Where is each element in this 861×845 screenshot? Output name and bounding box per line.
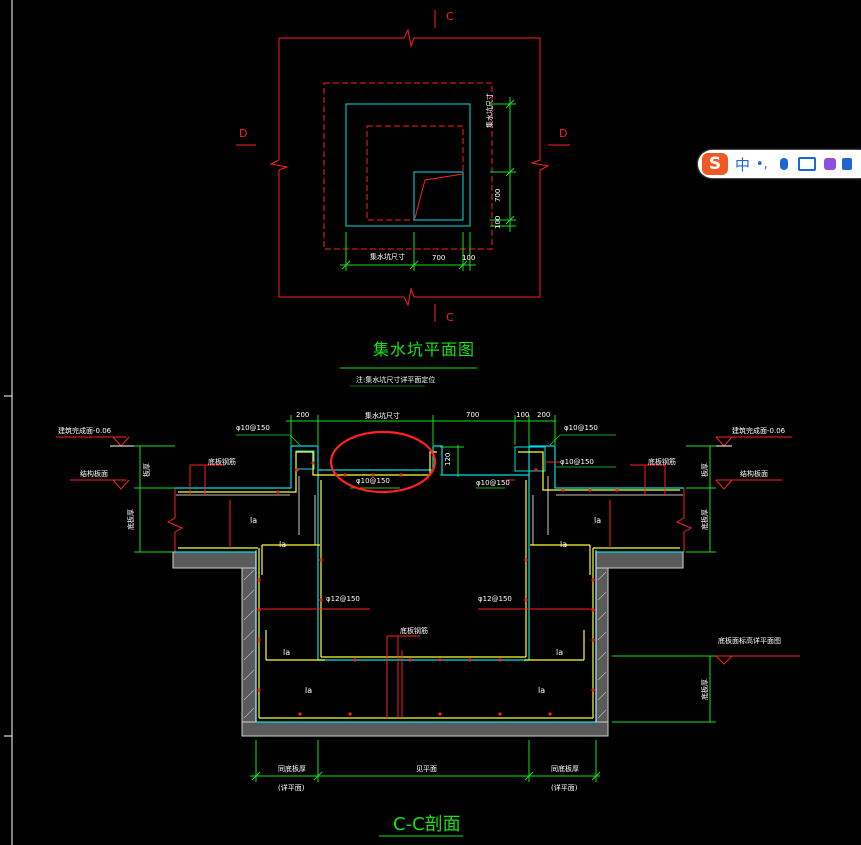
plan-slope-line: [414, 173, 464, 219]
keyboard-icon[interactable]: [797, 157, 816, 171]
cushion-wall-left: [241, 567, 257, 723]
cushion-right: [595, 551, 684, 569]
sogou-logo-icon[interactable]: S: [702, 153, 728, 175]
rebar-slab-mid: φ10@150: [476, 479, 510, 487]
plan-dim-700-vertical: 700: [494, 188, 502, 202]
rebar-label-left: 底板钢筋: [208, 458, 236, 466]
section-title: C-C剖面: [393, 814, 461, 835]
concrete-outline: [175, 445, 684, 723]
slab-thk-right: 板厚: [701, 463, 709, 477]
ime-punctuation-toggle[interactable]: •,: [756, 156, 768, 172]
rebar-yellow: [178, 451, 680, 719]
anchor-la-6: la: [594, 516, 602, 525]
curb-left-box: [295, 450, 315, 470]
slab-thk-left: 板厚: [143, 463, 151, 477]
cushion-wall-right: [595, 567, 609, 723]
plan-dim-100-vertical: 100: [494, 215, 502, 229]
ime-language-toggle[interactable]: 中: [735, 155, 751, 174]
skin-icon[interactable]: [823, 158, 836, 170]
dim-200-left: 200: [296, 411, 310, 419]
microphone-icon[interactable]: [779, 158, 788, 170]
rebar-red: [189, 461, 666, 718]
cushion-bottom: [241, 721, 609, 737]
elev-symbol-right: [706, 436, 800, 665]
cushion-hatch: [243, 569, 607, 719]
plan-dim-bottom-label: 集水坑尺寸: [370, 253, 405, 261]
highlight-circle: [329, 430, 437, 494]
anchor-la-3: la: [283, 648, 291, 657]
cushion-left: [172, 551, 257, 569]
rebar-wall-right: φ12@150: [478, 595, 512, 603]
bottom-dim-mid: 见平面: [416, 765, 437, 773]
section-label-c-top: C: [446, 10, 454, 23]
floor-thk-left: 底板厚: [127, 509, 135, 530]
section-view: [56, 415, 800, 837]
rebar-top-left: φ10@150: [236, 424, 270, 432]
elev-right: 建筑完成面-0.06: [732, 427, 786, 435]
pit-bottom-elev: 底板面标高详平面图: [718, 637, 781, 645]
ime-toolbar[interactable]: S 中 •,: [698, 150, 861, 178]
slab-face-right: 结构板面: [740, 470, 768, 478]
elev-symbol-left: [56, 436, 136, 490]
plan-outer-dashed: [323, 82, 493, 250]
section-dim-top: [286, 415, 556, 477]
section-label-c-bottom: C: [446, 311, 454, 324]
section-label-d-left: D: [239, 127, 248, 140]
anchor-la-8: la: [538, 686, 546, 695]
rebar-top-right: φ10@150: [564, 424, 598, 432]
rebar-label-right: 底板钢筋: [648, 458, 676, 466]
dim-width-label: 集水坑尺寸: [365, 412, 400, 420]
dim-700: 700: [466, 411, 480, 419]
plan-title: 集水坑平面图: [373, 340, 476, 359]
toolbox-icon[interactable]: [841, 158, 852, 170]
pit-floor-thk: 底板厚: [701, 679, 709, 700]
rebar-white: [176, 476, 683, 722]
dim-100: 100: [516, 411, 530, 419]
rebar-label-bottom: 底板钢筋: [400, 627, 428, 635]
pit-inner-outline: [317, 470, 530, 661]
plan-inner-dashed: [366, 125, 464, 221]
plan-dim-vertical: [490, 97, 516, 232]
rebar-circled: φ10@150: [356, 477, 390, 485]
plan-dim-700-horizontal: 700: [432, 254, 446, 262]
bottom-dim-left-sub: (详平面): [278, 784, 305, 792]
section-label-d-right: D: [559, 127, 568, 140]
plan-dim-side-label: 集水坑尺寸: [486, 93, 494, 128]
rebar-wall-left: φ12@150: [326, 595, 360, 603]
section-dim-bottom: [250, 740, 601, 782]
plan-note: 注:集水坑尺寸详平面定位: [356, 376, 436, 384]
plan-dim-100-horizontal: 100: [462, 254, 476, 262]
rebar-dots: [257, 461, 619, 716]
anchor-la-5: la: [250, 516, 258, 525]
dim-120: 120: [444, 452, 452, 466]
dim-200-right: 200: [537, 411, 551, 419]
rebar-right-mid: φ10@150: [560, 458, 594, 466]
slab-break-lines: [166, 488, 693, 552]
section-dim-sides: [134, 445, 716, 723]
bottom-dim-left: 同底板厚: [278, 765, 306, 773]
bottom-dim-right: 同底板厚: [551, 765, 579, 773]
elev-left: 建筑完成面-0.06: [58, 427, 112, 435]
plan-dim-horizontal: [340, 232, 476, 271]
anchor-la-1: la: [279, 540, 287, 549]
slab-face-left: 结构板面: [80, 470, 108, 478]
anchor-la-4: la: [556, 648, 564, 657]
floor-thk-right: 底板厚: [701, 509, 709, 530]
plan-sump: [413, 171, 464, 221]
plan-view: [236, 10, 570, 387]
plan-pit-outline: [345, 103, 471, 227]
plan-outline: [269, 28, 550, 307]
anchor-la-7: la: [305, 686, 313, 695]
anchor-la-2: la: [560, 540, 568, 549]
curb-right-box: [514, 446, 546, 472]
bottom-dim-right-sub: (详平面): [551, 784, 578, 792]
